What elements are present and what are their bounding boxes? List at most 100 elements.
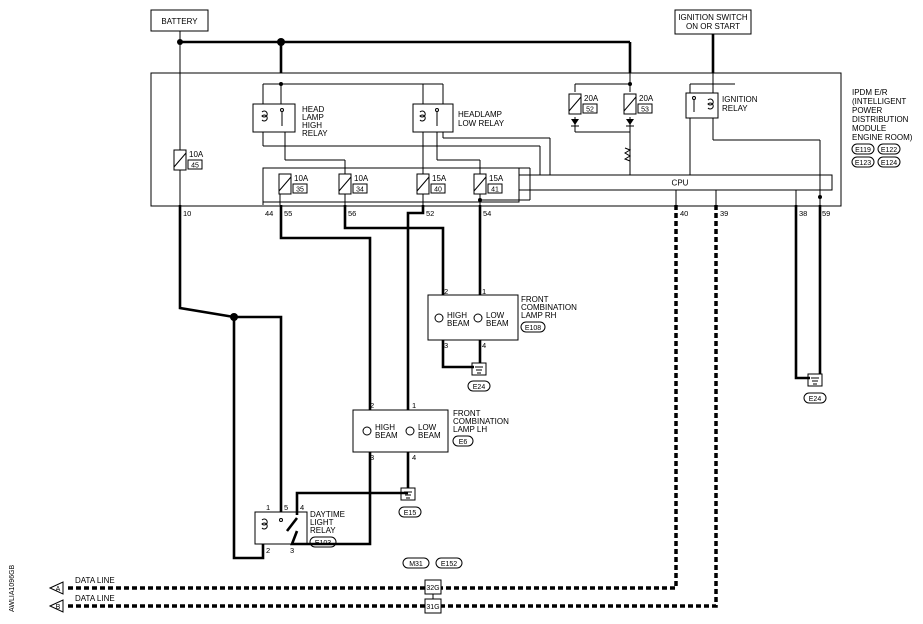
ground-e24-rh: E24 xyxy=(467,362,491,392)
side-code: AWLIA1096GB xyxy=(9,564,16,612)
fuse-45: 10A 45 xyxy=(173,149,204,171)
fuse-number: 52 xyxy=(586,107,594,114)
battery-label: BATTERY xyxy=(150,9,209,32)
svg-text:BEAM: BEAM xyxy=(486,319,509,328)
fuse-rating: 10A xyxy=(189,150,204,159)
head-lamp-high-relay: HEAD LAMP HIGH RELAY xyxy=(252,103,328,138)
svg-text:5: 5 xyxy=(284,503,288,512)
cpu-block: CPU xyxy=(518,174,833,191)
svg-text:DATA LINE: DATA LINE xyxy=(75,594,115,603)
fuse-number: 40 xyxy=(434,187,442,194)
svg-text:52: 52 xyxy=(426,209,434,218)
svg-text:RELAY: RELAY xyxy=(722,104,748,113)
svg-text:IGNITION: IGNITION xyxy=(722,95,758,104)
ignition-switch-label: IGNITION SWITCH ON OR START xyxy=(674,9,752,35)
svg-text:E124: E124 xyxy=(881,160,897,167)
svg-text:RELAY: RELAY xyxy=(302,129,328,138)
fuse-rating: 10A xyxy=(354,174,369,183)
svg-text:3: 3 xyxy=(444,341,448,350)
fuse-53: 20A 53 xyxy=(623,93,654,115)
svg-text:E152: E152 xyxy=(441,561,457,568)
arrow-a: A xyxy=(48,581,64,595)
svg-text:ENGINE ROOM): ENGINE ROOM) xyxy=(852,133,913,142)
fuse-35: 10A 35 xyxy=(278,173,309,195)
diodes xyxy=(571,119,634,127)
svg-text:LAMP: LAMP xyxy=(302,113,324,122)
svg-text:FRONT: FRONT xyxy=(521,295,549,304)
svg-text:HIGH: HIGH xyxy=(302,121,322,130)
high-beam-bulb-icon xyxy=(362,426,372,436)
svg-text:32G: 32G xyxy=(426,585,439,592)
ground-e24-ipdm: E24 xyxy=(803,373,827,404)
fuse-rating: 20A xyxy=(584,94,599,103)
ipdm-pins: 10 44 55 56 52 54 40 39 38 59 xyxy=(183,209,830,218)
fuse-rating: 15A xyxy=(432,174,447,183)
svg-text:2: 2 xyxy=(266,546,270,555)
svg-text:HEADLAMP: HEADLAMP xyxy=(458,110,502,119)
svg-text:POWER: POWER xyxy=(852,106,882,115)
svg-text:54: 54 xyxy=(483,209,491,218)
svg-text:IGNITION SWITCH: IGNITION SWITCH xyxy=(678,13,748,22)
svg-text:B: B xyxy=(56,604,61,611)
svg-text:3: 3 xyxy=(290,546,294,555)
svg-text:E122: E122 xyxy=(881,147,897,154)
ipdm-box xyxy=(150,72,842,207)
fuse-block xyxy=(262,167,520,203)
low-beam-bulb-icon xyxy=(473,313,483,323)
svg-text:(INTELLIGENT: (INTELLIGENT xyxy=(852,97,906,106)
svg-text:COMBINATION: COMBINATION xyxy=(521,303,577,312)
fuse-number: 45 xyxy=(191,163,199,170)
high-beam-bulb-icon xyxy=(434,313,444,323)
svg-text:CPU: CPU xyxy=(672,179,689,188)
svg-text:BEAM: BEAM xyxy=(418,431,441,440)
fuse-number: 53 xyxy=(641,107,649,114)
svg-text:40: 40 xyxy=(680,209,688,218)
joint-connector: M31 E152 32G 31G xyxy=(402,557,463,614)
svg-text:LIGHT: LIGHT xyxy=(310,518,334,527)
svg-text:E103: E103 xyxy=(315,540,331,547)
svg-text:38: 38 xyxy=(799,209,807,218)
svg-text:HIGH: HIGH xyxy=(375,423,395,432)
ground-e15: E15 xyxy=(398,487,422,518)
svg-text:4: 4 xyxy=(412,453,416,462)
data-lines: DATA LINE DATA LINE A B M31 E152 32G 31G xyxy=(48,205,718,614)
fuse-rating: 20A xyxy=(639,94,654,103)
svg-text:59: 59 xyxy=(822,209,830,218)
fuse-rating: 10A xyxy=(294,174,309,183)
svg-text:56: 56 xyxy=(348,209,356,218)
svg-text:E6: E6 xyxy=(459,439,468,446)
svg-text:1: 1 xyxy=(482,287,486,296)
svg-text:COMBINATION: COMBINATION xyxy=(453,417,509,426)
svg-text:LOW: LOW xyxy=(486,311,505,320)
svg-text:E123: E123 xyxy=(855,160,871,167)
svg-text:DISTRIBUTION: DISTRIBUTION xyxy=(852,115,909,124)
svg-text:HEAD: HEAD xyxy=(302,105,324,114)
svg-text:3: 3 xyxy=(370,453,374,462)
svg-text:ON OR START: ON OR START xyxy=(686,22,740,31)
svg-text:55: 55 xyxy=(284,209,292,218)
svg-text:M31: M31 xyxy=(409,561,423,568)
svg-text:BATTERY: BATTERY xyxy=(161,17,198,26)
svg-text:A: A xyxy=(56,586,61,593)
low-beam-bulb-icon xyxy=(405,426,415,436)
svg-text:E24: E24 xyxy=(473,384,486,391)
ipdm-internal-wiring xyxy=(262,73,822,205)
svg-text:MODULE: MODULE xyxy=(852,124,886,133)
svg-text:31G: 31G xyxy=(426,604,439,611)
ignition-relay: IGNITION RELAY xyxy=(685,92,758,119)
svg-text:LOW RELAY: LOW RELAY xyxy=(458,119,505,128)
svg-text:4: 4 xyxy=(300,503,304,512)
svg-text:LOW: LOW xyxy=(418,423,437,432)
svg-text:RELAY: RELAY xyxy=(310,526,336,535)
svg-text:E108: E108 xyxy=(525,325,541,332)
svg-text:BEAM: BEAM xyxy=(375,431,398,440)
svg-text:E119: E119 xyxy=(855,147,871,154)
svg-text:E15: E15 xyxy=(404,510,417,517)
fuse-number: 35 xyxy=(296,187,304,194)
svg-text:HIGH: HIGH xyxy=(447,311,467,320)
svg-text:E24: E24 xyxy=(809,396,822,403)
svg-text:LAMP RH: LAMP RH xyxy=(521,311,557,320)
